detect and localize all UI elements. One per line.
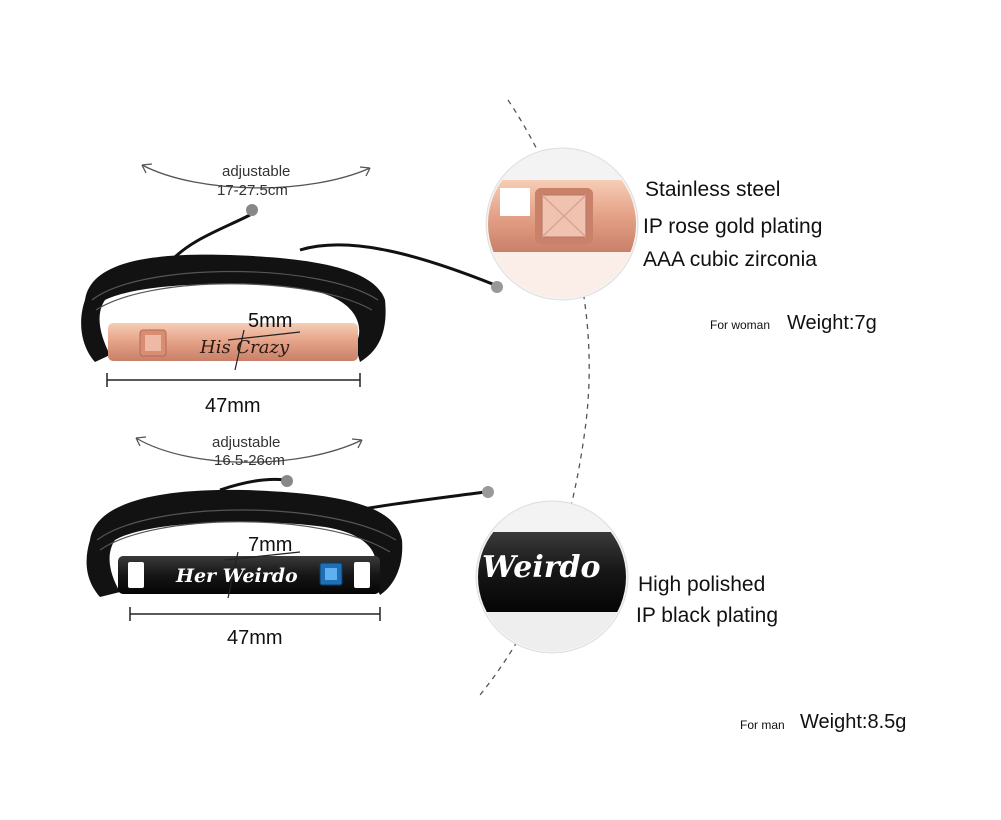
engraving-top: His Crazy <box>200 337 290 358</box>
spec-women-0: Stainless steel <box>645 178 781 201</box>
zoom-engraving: Weirdo <box>482 550 601 585</box>
weight-tag-men: For man <box>740 718 785 732</box>
spec-women-2: AAA cubic zirconia <box>643 248 817 271</box>
engraving-bottom: Her Weirdo <box>176 565 298 587</box>
width-label-top: 5mm <box>248 310 293 332</box>
weight-value-men: Weight:8.5g <box>800 711 907 733</box>
length-label-bottom: 47mm <box>227 627 283 649</box>
adjust-range-top: 17-27.5cm <box>217 182 288 199</box>
braided-band-top <box>81 254 386 362</box>
weight-tag-women: For woman <box>710 318 771 332</box>
spec-women-1: IP rose gold plating <box>643 215 823 238</box>
adjust-label-bottom: adjustable <box>212 434 281 451</box>
adjust-range-bottom: 16.5-26cm <box>214 452 285 469</box>
length-label-top: 47mm <box>205 395 261 417</box>
spec-men-1: IP black plating <box>636 604 779 627</box>
adjust-arrow-bottom <box>135 437 363 463</box>
weight-value-women: Weight:7g <box>787 312 877 334</box>
adjust-label-top: adjustable <box>222 163 291 180</box>
spec-men-0: High polished <box>638 573 766 596</box>
black-bar <box>118 556 380 594</box>
adjust-arrow-top <box>141 164 371 189</box>
width-label-bottom: 7mm <box>248 534 293 556</box>
